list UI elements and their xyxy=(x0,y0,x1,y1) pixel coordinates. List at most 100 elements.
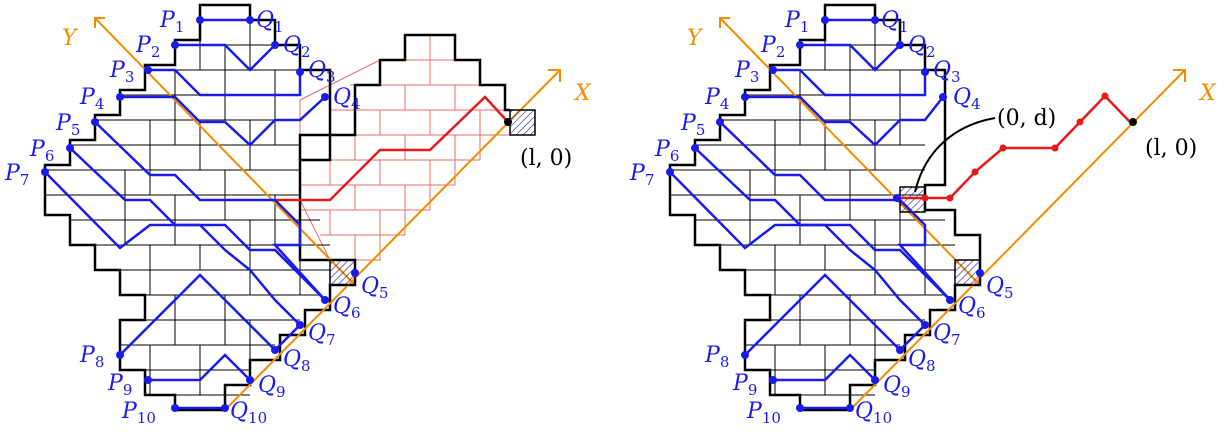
left-q2-label: Q2 xyxy=(283,33,311,61)
right-corner-label: (l, 0) xyxy=(1145,136,1197,161)
right-axis-y-label: Y xyxy=(687,26,704,51)
left-red-grid-v xyxy=(329,35,481,260)
left-axis-x-label: X xyxy=(573,81,592,106)
right-red-dot xyxy=(1101,92,1109,100)
left-p4-dot xyxy=(116,93,124,101)
left-path-5 xyxy=(94,121,326,301)
left-p9-dot xyxy=(144,376,152,384)
right-q2-label: Q2 xyxy=(908,33,936,61)
left-path-4 xyxy=(120,95,326,147)
right-path-6 xyxy=(694,147,951,301)
left-blue-paths xyxy=(44,18,326,410)
right-p9-dot xyxy=(769,376,777,384)
left-lobe-outline xyxy=(298,33,510,160)
right-p3-dot xyxy=(769,66,777,74)
right-p10-label: P10 xyxy=(746,399,781,427)
left-path-9 xyxy=(148,353,251,382)
right-q2-dot xyxy=(896,41,904,49)
right-blue-paths xyxy=(669,18,951,410)
left-q9-dot xyxy=(246,376,254,384)
right-hatch-square-origin xyxy=(899,186,926,213)
left-corner-dot xyxy=(504,118,512,126)
left-region-outline xyxy=(43,3,357,412)
left-q4-label: Q4 xyxy=(333,85,361,113)
right-p4-dot xyxy=(741,93,749,101)
right-p5-dot xyxy=(716,118,724,126)
right-path-8 xyxy=(744,273,926,356)
left-q6-dot xyxy=(321,296,329,304)
right-p9-label: P9 xyxy=(732,371,757,399)
left-p4-label: P4 xyxy=(79,85,104,113)
right-q10-dot xyxy=(846,404,854,412)
left-q3-label: Q3 xyxy=(308,58,336,86)
left-p6-dot xyxy=(66,144,74,152)
right-p8-dot xyxy=(741,351,749,359)
right-path-4 xyxy=(745,95,944,147)
right-p1-dot xyxy=(821,16,829,24)
left-p2-label: P2 xyxy=(135,33,160,61)
left-path-6 xyxy=(69,147,326,301)
right-path-9 xyxy=(773,353,876,382)
left-p1-label: P1 xyxy=(159,8,184,36)
right-axes xyxy=(719,17,1186,411)
right-origin-label: (0, d) xyxy=(997,106,1056,131)
right-origin-pointer xyxy=(914,117,996,193)
left-q5-label: Q5 xyxy=(361,274,389,302)
right-red-dot xyxy=(946,194,954,202)
left-path-7 xyxy=(44,171,301,326)
left-corner-label: (l, 0) xyxy=(520,146,572,171)
left-q10-label: Q10 xyxy=(230,399,267,427)
left-red-path xyxy=(275,95,509,202)
right-path-3 xyxy=(773,68,927,97)
left-q4-dot xyxy=(321,93,329,101)
right-q9-label: Q9 xyxy=(883,373,911,401)
left-q1-label: Q1 xyxy=(256,8,284,36)
left-q7-label: Q7 xyxy=(308,321,336,349)
right-q9-dot xyxy=(871,376,879,384)
left-red-tiling xyxy=(299,34,511,261)
right-region-outline xyxy=(668,3,982,412)
left-p1-dot xyxy=(196,16,204,24)
right-corner-dot xyxy=(1129,118,1137,126)
left-p7-dot xyxy=(41,168,49,176)
right-q1-dot xyxy=(871,16,879,24)
left-p5-label: P5 xyxy=(55,111,80,139)
right-red-dots xyxy=(921,92,1109,202)
right-q1-label: Q1 xyxy=(881,8,909,36)
right-q4-dot xyxy=(939,93,947,101)
left-p9-label: P9 xyxy=(107,371,132,399)
left-path-8 xyxy=(119,273,301,356)
left-p7-label: P7 xyxy=(4,161,29,189)
right-q3-label: Q3 xyxy=(933,58,961,86)
right-red-dot xyxy=(1076,118,1084,126)
left-p8-label: P8 xyxy=(79,343,104,371)
left-p10-label: P10 xyxy=(121,399,156,427)
right-endpoint-dots xyxy=(666,16,984,412)
left-p6-label: P6 xyxy=(29,137,54,165)
left-path-3 xyxy=(148,68,302,97)
left-q6-label: Q6 xyxy=(333,294,361,322)
left-panel: P1 Q1 P2 Q2 P3 Q3 P4 Q4 P5 Q5 P6 Q6 P7 Q… xyxy=(4,3,592,427)
right-q8-dot xyxy=(896,346,904,354)
left-p10-dot xyxy=(171,404,179,412)
left-endpoint-dots xyxy=(41,16,359,412)
left-p8-dot xyxy=(116,351,124,359)
left-p3-dot xyxy=(144,66,152,74)
left-q8-dot xyxy=(271,346,279,354)
right-p3-label: P3 xyxy=(734,58,759,86)
right-q5-label: Q5 xyxy=(986,274,1014,302)
right-q7-label: Q7 xyxy=(933,321,961,349)
right-p7-label: P7 xyxy=(629,161,654,189)
left-q1-dot xyxy=(246,16,254,24)
right-red-dot xyxy=(1051,144,1059,152)
left-p5-dot xyxy=(91,118,99,126)
left-q3-dot xyxy=(296,68,304,76)
right-red-dot xyxy=(999,144,1007,152)
right-axis-x-label: X xyxy=(1198,81,1217,106)
left-axis-y-label: Y xyxy=(62,26,79,51)
left-axes xyxy=(94,17,561,411)
left-q10-dot xyxy=(221,404,229,412)
right-path-2 xyxy=(800,43,901,72)
left-path-2 xyxy=(175,43,276,72)
